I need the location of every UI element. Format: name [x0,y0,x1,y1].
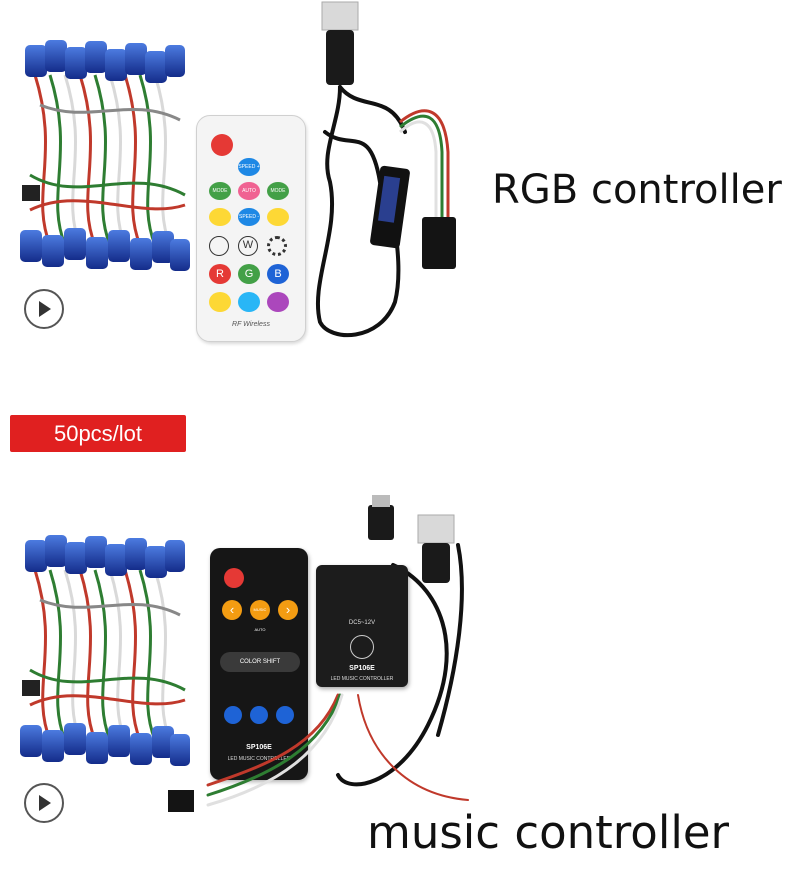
power-icon [224,568,244,588]
music-note-icon [276,706,294,724]
lot-size-badge: 50pcs/lot [10,415,186,452]
rgb-controller-module-photo [315,1,456,337]
remote-key-mode-left: MODE [209,182,231,200]
remote-key-label: SPEED + [238,164,260,170]
remote-key-speed-down: SPEED - [238,208,260,226]
remote-model-label: SP106E [246,744,272,751]
remote-key-label: COLOR SHIFT [239,659,281,665]
music-remote-control: ‹ MUSIC AUTO › COLOR SHIFT SP106E LED MU… [210,548,308,780]
remote-key-label: MODE [212,188,228,194]
remote-key-label: MUSIC AUTO [253,607,267,632]
play-video-button-top[interactable] [24,289,64,329]
remote-key-label: R [216,268,224,280]
remote-key-purple [267,292,289,312]
remote-key-label: MODE [270,188,286,194]
lock-icon [209,236,229,256]
remote-key-yellow [209,292,231,312]
gear-icon [267,236,287,256]
music-controller-caption: music controller [367,806,730,859]
remote-key-label: G [244,268,254,280]
play-video-button-bottom[interactable] [24,783,64,823]
led-pixel-string-photo-top [20,40,190,271]
play-icon [39,301,51,317]
remote-brand-label: RF Wireless [232,321,270,328]
remote-key-label: SPEED - [238,214,259,220]
remote-key-music-auto: MUSIC AUTO [250,600,270,632]
music-note-icon [350,635,374,659]
remote-key-brightness-down [209,208,231,226]
play-icon [39,795,51,811]
box-model-label: SP106E [349,665,375,672]
remote-key-label: B [274,268,282,280]
remote-key-speed-up: SPEED + [238,158,260,176]
box-subtitle-label: LED MUSIC CONTROLLER [330,676,394,682]
remote-key-white: W [238,236,258,256]
music-controller-cables-photo [168,495,469,812]
remote-key-label: W [242,239,254,251]
power-icon [211,134,233,156]
remote-key-brightness-up [267,208,289,226]
led-pixel-string-photo-bottom [20,535,190,766]
music-controller-box: DC5~12V SP106E LED MUSIC CONTROLLER [316,565,408,687]
remote-key-red: R [209,264,231,284]
lock-icon [250,706,268,724]
power-rating-label: DC5~12V [348,620,376,626]
remote-key-label: AUTO [242,188,256,194]
remote-key-cyan [238,292,260,312]
remote-key-color-shift: COLOR SHIFT [220,652,300,672]
remote-key-next: › [278,600,298,620]
rgb-remote-control: SPEED + MODE AUTO MODE SPEED - W R G B R… [196,115,306,342]
remote-key-prev: ‹ [222,600,242,620]
remote-key-blue: B [267,264,289,284]
remote-key-green: G [238,264,260,284]
remote-key-auto: AUTO [238,182,260,200]
remote-subtitle-label: LED MUSIC CONTROLLER [227,756,291,762]
rgb-controller-caption: RGB controller [492,167,782,213]
remote-key-mode-right: MODE [267,182,289,200]
music-note-icon [224,706,242,724]
